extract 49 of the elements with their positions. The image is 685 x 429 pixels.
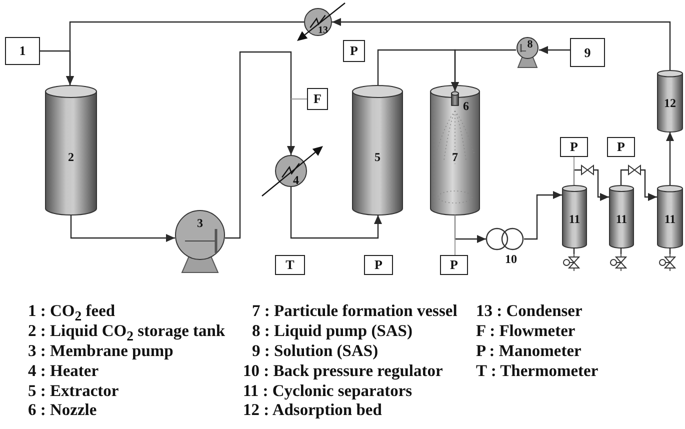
key-entry: 7 : Particule formation vessel xyxy=(252,301,458,320)
key-entry: F : Flowmeter xyxy=(476,321,576,340)
flow-arrow xyxy=(290,187,382,239)
key-entry: 10 : Back pressure regulator xyxy=(243,361,443,380)
flow-arrow xyxy=(641,169,657,201)
tag-box: P xyxy=(560,137,588,157)
callout-number: 2 xyxy=(68,151,74,163)
flow-arrow xyxy=(666,132,674,185)
connector-line xyxy=(620,169,628,185)
flow-arrow xyxy=(66,21,304,85)
callout-number: 11 xyxy=(568,213,580,225)
key-entry: 11 : Cyclonic separators xyxy=(243,381,412,400)
callout-number: 13 xyxy=(318,26,328,36)
callout-number: 11 xyxy=(616,213,628,225)
tag-box: P xyxy=(440,255,468,275)
callout-number: 3 xyxy=(197,217,203,229)
tag-box: P xyxy=(607,137,635,157)
flow-arrow xyxy=(70,215,175,242)
callout-number: 10 xyxy=(505,253,517,265)
key-entry: 12 : Adsorption bed xyxy=(243,400,382,419)
key-entry: 4 : Heater xyxy=(28,361,99,380)
flow-arrow xyxy=(539,46,570,54)
callout-number: 6 xyxy=(463,100,469,112)
key-entry: 13 : Condenser xyxy=(476,301,582,320)
tag-box: 1 xyxy=(5,37,40,65)
tag-box: 9 xyxy=(570,38,605,67)
tag-box: T xyxy=(275,255,305,275)
leader-line xyxy=(290,98,308,100)
key-entry: 5 : Extractor xyxy=(28,381,119,400)
callout-number: 8 xyxy=(527,40,533,50)
key-entry: T : Thermometer xyxy=(476,361,598,380)
key-entry: 8 : Liquid pump (SAS) xyxy=(252,321,412,340)
tag-box: P xyxy=(343,40,365,62)
flow-arrow xyxy=(332,18,671,70)
callout-number: 4 xyxy=(293,174,299,186)
connector-line xyxy=(454,214,456,256)
callout-number: 5 xyxy=(374,151,380,163)
key-entry: 6 : Nozzle xyxy=(28,400,97,419)
key-entry: P : Manometer xyxy=(476,341,582,360)
callout-number: 11 xyxy=(664,213,676,225)
flow-arrow xyxy=(594,169,609,201)
tag-box: F xyxy=(307,88,328,110)
callout-number: 12 xyxy=(664,97,676,109)
flow-arrow xyxy=(524,191,562,240)
flow-arrow xyxy=(451,49,516,91)
callout-number: 7 xyxy=(452,151,458,163)
flow-arrow xyxy=(225,51,295,239)
tag-box: P xyxy=(364,255,393,275)
key-entry: 9 : Solution (SAS) xyxy=(252,341,378,360)
